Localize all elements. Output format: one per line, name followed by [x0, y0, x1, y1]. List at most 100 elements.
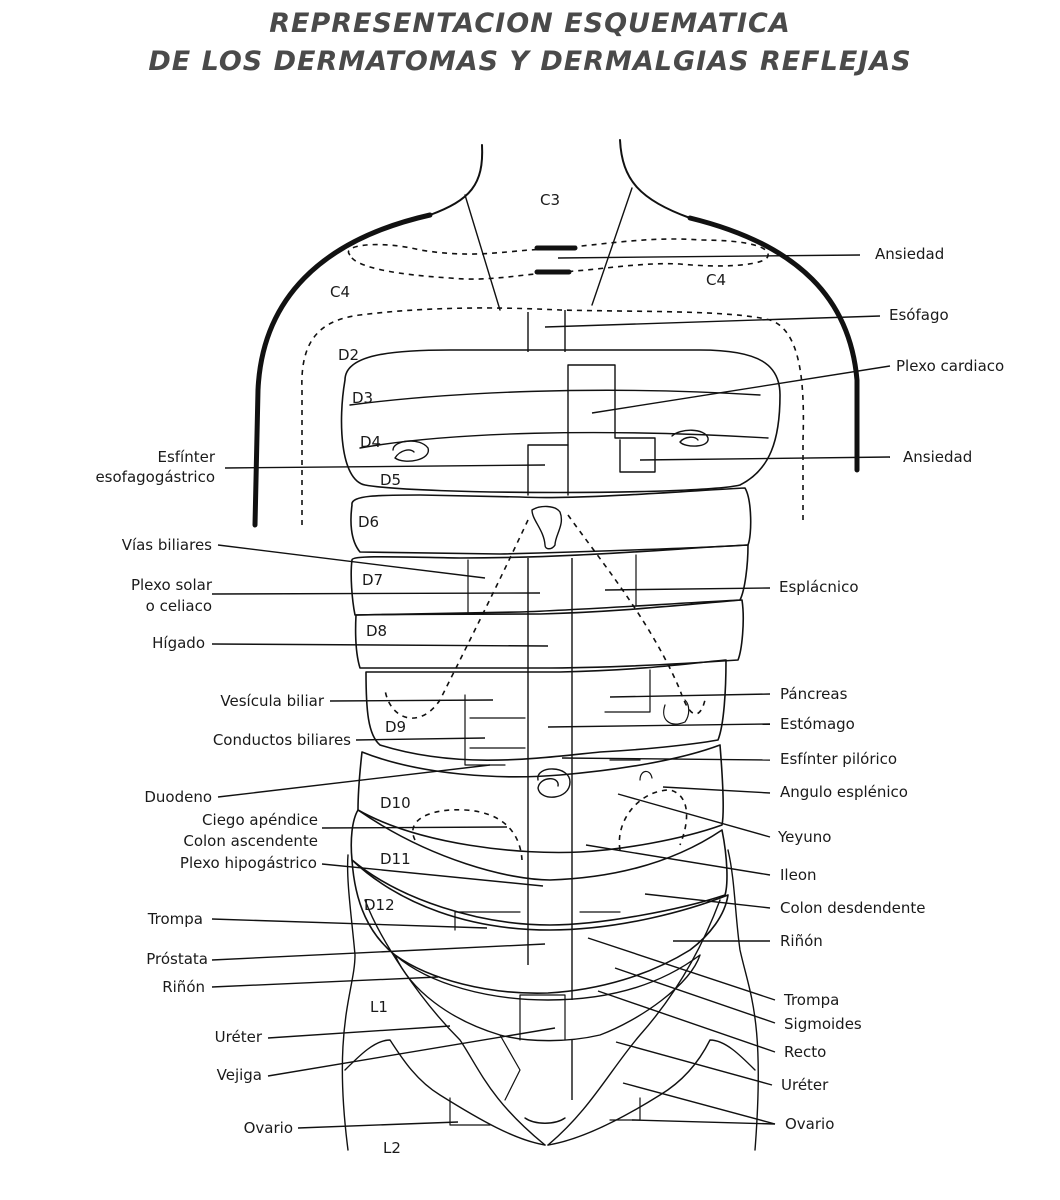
leader-rinon-left: [211, 976, 439, 988]
zone-d9: D9: [385, 718, 406, 736]
hip-left: [344, 1039, 546, 1146]
leader-ovario-right: [622, 1082, 776, 1125]
leader-yeyuno: [617, 793, 771, 838]
leader-ovario-right-2: [631, 1119, 776, 1125]
diagram-title-line-2: DE LOS DERMATOMAS Y DERMALGIAS REFLEJAS: [148, 46, 912, 77]
label-conductos-biliares: Conductos biliares: [213, 731, 351, 749]
zone-d11: D11: [380, 850, 411, 868]
dermatome-d3-line: [349, 389, 761, 406]
leader-plexo-solar: [211, 592, 541, 595]
pancreas-tail: [663, 699, 690, 725]
groin-right: [547, 899, 721, 1146]
leader-colon-desdendente: [644, 893, 771, 909]
zone-d2: D2: [338, 346, 359, 364]
nipple-left: [392, 440, 429, 462]
label-sigmoides: Sigmoides: [784, 1015, 862, 1033]
leader-vias-biliares: [217, 544, 486, 579]
organ-rect-l2-left: [449, 1097, 491, 1126]
label-angulo-esplenico: Angulo esplénico: [780, 783, 908, 801]
label-pancreas: Páncreas: [780, 685, 848, 703]
esfinter-region: [527, 444, 569, 496]
leader-pancreas: [609, 693, 771, 698]
leader-ureter-right: [615, 1041, 773, 1086]
label-higado: Hígado: [152, 634, 205, 652]
label-trompa-right: Trompa: [783, 991, 839, 1009]
label-ileon: Ileon: [780, 866, 817, 884]
leader-vesicula-biliar: [329, 699, 494, 702]
dermatome-d8-band: [354, 599, 745, 669]
label-colon-desdendente: Colon desdendente: [780, 899, 925, 917]
leader-trompa-right: [587, 937, 776, 1001]
label-vesicula-biliar: Vesícula biliar: [220, 692, 324, 710]
dermatome-d9-band: [365, 659, 727, 761]
label-esofago: Esófago: [889, 306, 949, 324]
dermatome-d6-band: [350, 487, 752, 555]
leader-duodeno: [217, 764, 491, 798]
diagram-title-line-1: REPRESENTACION ESQUEMATICA: [269, 8, 791, 39]
zone-d10: D10: [380, 794, 411, 812]
leader-prostata: [211, 943, 546, 961]
label-ansiedad-mid: Ansiedad: [903, 448, 972, 466]
leader-estomago: [547, 723, 771, 728]
vejiga-region: [499, 1034, 521, 1101]
dermatome-d11-band: [350, 809, 728, 926]
right-labels: Ansiedad Esófago Plexo cardiaco Ansiedad…: [544, 245, 1004, 1133]
dermatome-d10-band: [357, 744, 725, 854]
zone-d8: D8: [366, 622, 387, 640]
zone-d6: D6: [358, 513, 379, 531]
hip-right: [547, 1039, 756, 1146]
zone-d4: D4: [360, 433, 381, 451]
dermatome-d7-band: [350, 544, 749, 616]
leader-esfinter-pilorico: [561, 757, 771, 761]
leader-ciego-apendice: [321, 826, 508, 829]
label-ovario-left: Ovario: [244, 1119, 293, 1137]
leader-ureter-left: [267, 1025, 451, 1039]
plexo-cardiaco-region: [567, 364, 656, 496]
label-ovario-right: Ovario: [785, 1115, 834, 1133]
zone-l1: L1: [370, 998, 388, 1016]
label-yeyuno: Yeyuno: [777, 828, 831, 846]
zone-c3: C3: [540, 191, 560, 209]
zone-d7: D7: [362, 571, 383, 589]
leader-esfinter-esofagogastrico: [224, 464, 546, 469]
zone-d3: D3: [352, 389, 373, 407]
splenic-angle-mark: [639, 770, 653, 781]
xiphoid: [531, 505, 563, 550]
label-duodeno: Duodeno: [144, 788, 212, 806]
pubis: [524, 1117, 566, 1124]
label-plexo-cardiaco: Plexo cardiaco: [896, 357, 1004, 375]
leader-sigmoides: [614, 967, 776, 1024]
spleen-dashed-right: [567, 514, 706, 715]
leader-trompa-left: [211, 918, 488, 929]
leader-ansiedad-top: [557, 254, 861, 259]
neck-v-left: [464, 194, 501, 311]
label-ureter-left: Uréter: [215, 1028, 263, 1046]
leader-ansiedad-mid: [639, 456, 891, 461]
label-ansiedad-top: Ansiedad: [875, 245, 944, 263]
label-estomago: Estómago: [780, 715, 855, 733]
label-rinon-right: Riñón: [780, 932, 823, 950]
zone-labels: C3 C4 C4 D2 D3 D4 D5 D6 D7 D8 D9 D10 D11…: [330, 191, 726, 1157]
leader-recto: [597, 990, 776, 1053]
neck-v-right: [591, 187, 633, 306]
leader-plexo-cardiaco: [591, 365, 891, 414]
shoulder-right: [687, 215, 860, 473]
dermatome-d3-d5-band: [340, 349, 781, 494]
waist-left: [341, 854, 356, 1151]
leader-plexo-hipogastrico: [321, 863, 544, 887]
nipple-right: [671, 429, 709, 447]
waist-right: [727, 849, 759, 1151]
zone-c4-right: C4: [706, 271, 726, 289]
label-esplacnico: Esplácnico: [779, 578, 859, 596]
colon-ascending-dashed: [412, 809, 523, 861]
label-vejiga: Vejiga: [217, 1066, 262, 1084]
leader-higado: [211, 643, 549, 647]
shoulder-left: [252, 212, 433, 528]
organ-rect-d12: [454, 911, 621, 931]
body-outline: [252, 139, 860, 1151]
organ-rect-d9-right: [604, 669, 651, 761]
